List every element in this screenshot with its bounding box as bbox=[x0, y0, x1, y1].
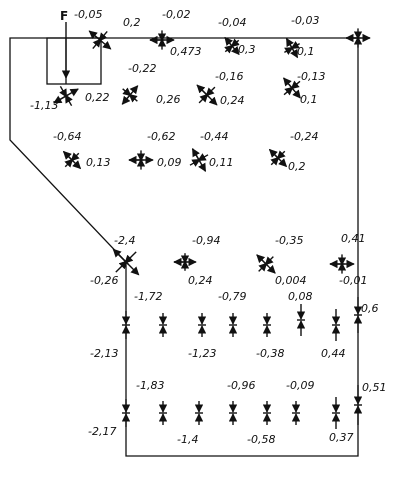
stress-arm bbox=[224, 44, 234, 54]
principal-stress-cross-9 bbox=[128, 150, 154, 170]
label-r5-1: -0,79 bbox=[218, 290, 246, 303]
label-r5-5: -1,23 bbox=[188, 347, 216, 360]
label-r3-7: 0,2 bbox=[288, 160, 306, 173]
stress-arm bbox=[92, 38, 102, 50]
axial-stress-symbol-12 bbox=[262, 401, 272, 425]
label-r6-6: -0,58 bbox=[247, 433, 275, 446]
label-r2-1: -0,16 bbox=[215, 70, 243, 83]
label-r6-5: -1,4 bbox=[177, 433, 198, 446]
label-r4-4: -0,26 bbox=[90, 274, 118, 287]
principal-stress-cross-0 bbox=[88, 30, 112, 50]
label-r4-0: -2,4 bbox=[114, 234, 135, 247]
label-r5-4: -2,13 bbox=[90, 347, 118, 360]
axial-stress-symbol-7 bbox=[353, 297, 363, 333]
stress-arm bbox=[270, 156, 280, 166]
axial-stress-symbol-6 bbox=[331, 309, 341, 341]
label-r4-2: -0,35 bbox=[275, 234, 303, 247]
label-r4-5: 0,24 bbox=[188, 274, 213, 287]
principal-stress-cross-16 bbox=[345, 28, 371, 48]
stress-arm bbox=[128, 93, 138, 103]
label-r5-2: 0,08 bbox=[288, 290, 313, 303]
stress-arm bbox=[115, 260, 128, 273]
stress-arm bbox=[198, 93, 209, 104]
label-r2-2: -0,13 bbox=[297, 70, 325, 83]
principal-stress-cross-15 bbox=[329, 254, 355, 274]
axial-stress-symbol-9 bbox=[158, 401, 168, 425]
axial-stress-symbol-8 bbox=[121, 399, 131, 427]
label-r3-5: 0,09 bbox=[157, 156, 182, 169]
label-r3-3: -0,24 bbox=[290, 130, 318, 143]
stress-symbols bbox=[53, 28, 371, 429]
principal-stress-cross-11 bbox=[268, 148, 288, 168]
label-r2-3: -1,13 bbox=[30, 99, 58, 112]
label-r6-2: -0,09 bbox=[286, 379, 314, 392]
label-r6-1: -0,96 bbox=[227, 379, 255, 392]
principal-stress-cross-10 bbox=[189, 148, 209, 172]
label-r1-4: -0,04 bbox=[218, 16, 246, 29]
label-r2-6: 0,24 bbox=[220, 94, 245, 107]
axial-stress-symbol-2 bbox=[197, 313, 207, 337]
label-r3-4: 0,13 bbox=[86, 156, 111, 169]
axial-stress-symbol-10 bbox=[194, 401, 204, 425]
label-r5-7: 0,44 bbox=[321, 347, 346, 360]
label-r2-0: -0,22 bbox=[128, 62, 156, 75]
label-r1-3: 0,473 bbox=[170, 45, 202, 58]
label-r1-6: -0,03 bbox=[291, 14, 319, 27]
label-r6-4: -2,17 bbox=[88, 425, 116, 438]
label-r5-0: -1,72 bbox=[134, 290, 162, 303]
label-r5-3: 0,6 bbox=[361, 302, 379, 315]
axial-stress-symbol-13 bbox=[291, 401, 301, 425]
label-r5-6: -0,38 bbox=[256, 347, 284, 360]
force-label: F bbox=[60, 9, 68, 23]
stress-arm bbox=[189, 158, 201, 167]
principal-stress-cross-14 bbox=[256, 254, 276, 274]
stress-arm bbox=[64, 94, 73, 107]
principal-stress-cross-7 bbox=[283, 77, 301, 99]
stress-arm bbox=[64, 158, 74, 168]
value-labels: F -0,05 0,2 -0,02 0,473 -0,04 0,3 -0,03 … bbox=[30, 8, 387, 446]
label-r1-7: 0,1 bbox=[297, 45, 315, 58]
label-r4-3: 0,41 bbox=[341, 232, 366, 245]
axial-stress-symbol-5 bbox=[296, 304, 306, 336]
label-r3-0: -0,64 bbox=[53, 130, 81, 143]
label-r3-2: -0,44 bbox=[200, 130, 228, 143]
principal-stress-cross-5 bbox=[121, 85, 139, 105]
label-r2-5: 0,26 bbox=[156, 93, 181, 106]
principal-stress-cross-3 bbox=[284, 37, 300, 59]
principal-stress-cross-2 bbox=[224, 36, 240, 56]
axial-stress-symbol-4 bbox=[262, 313, 272, 337]
principal-stress-cross-12 bbox=[112, 248, 140, 276]
label-r2-7: 0,1 bbox=[300, 93, 318, 106]
label-r6-3: 0,51 bbox=[362, 381, 387, 394]
principal-stress-cross-13 bbox=[173, 253, 197, 271]
label-r4-7: -0,01 bbox=[339, 274, 367, 287]
label-r1-5: 0,3 bbox=[238, 43, 256, 56]
principal-stress-cross-8 bbox=[62, 150, 82, 170]
label-r1-2: -0,02 bbox=[162, 8, 190, 21]
stress-arm bbox=[283, 86, 294, 96]
stress-arm bbox=[258, 262, 268, 272]
label-r1-0: -0,05 bbox=[74, 8, 102, 21]
axial-stress-symbol-3 bbox=[228, 313, 238, 337]
stress-arm bbox=[284, 46, 294, 55]
axial-stress-symbol-11 bbox=[228, 401, 238, 425]
label-r3-6: 0,11 bbox=[209, 156, 234, 169]
principal-stress-cross-4 bbox=[53, 85, 79, 107]
label-r2-4: 0,22 bbox=[85, 91, 110, 104]
loaded-rectangle bbox=[46, 37, 102, 85]
label-r4-1: -0,94 bbox=[192, 234, 220, 247]
axial-stress-symbol-14 bbox=[331, 397, 341, 429]
principal-stress-cross-1 bbox=[149, 30, 175, 50]
label-r6-7: 0,37 bbox=[329, 431, 354, 444]
principal-stress-cross-6 bbox=[196, 84, 218, 106]
axial-stress-symbol-1 bbox=[158, 313, 168, 337]
label-r6-0: -1,83 bbox=[136, 379, 164, 392]
label-r1-1: 0,2 bbox=[123, 16, 141, 29]
label-r4-6: 0,004 bbox=[275, 274, 307, 287]
axial-stress-symbol-0 bbox=[121, 311, 131, 339]
axial-stress-symbol-15 bbox=[353, 385, 363, 425]
label-r3-1: -0,62 bbox=[147, 130, 175, 143]
